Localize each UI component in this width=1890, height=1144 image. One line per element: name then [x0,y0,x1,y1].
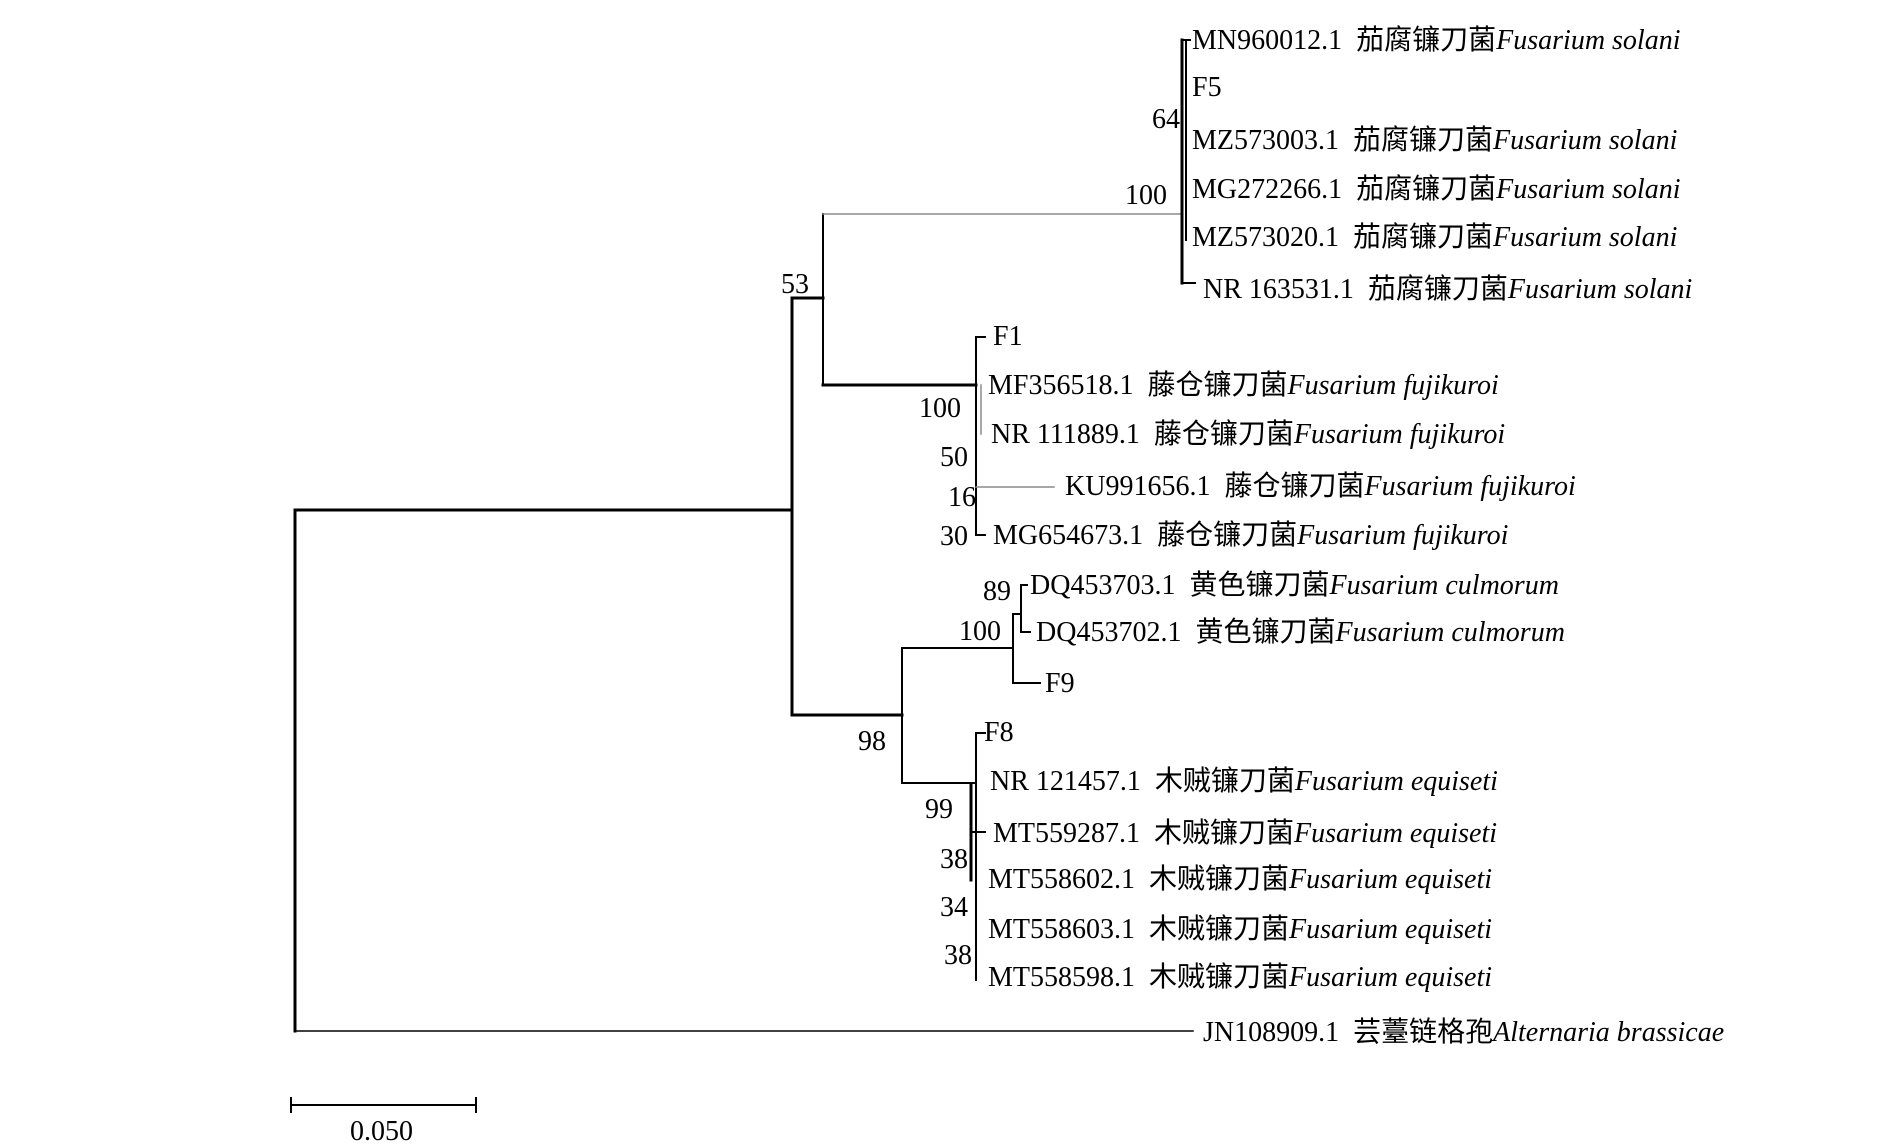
bootstrap-value: 98 [858,726,886,757]
taxon-label: F1 [993,321,1023,352]
bootstrap-value: 38 [944,940,972,971]
bootstrap-values: 64 100 53 100 50 16 30 89 100 98 99 38 3… [781,104,1180,971]
bootstrap-value: 50 [940,442,968,473]
tree-branches [293,38,1196,1033]
bootstrap-value: 53 [781,269,809,300]
scale-bar-label: 0.050 [350,1116,413,1144]
bootstrap-value: 100 [919,393,961,424]
taxon-label: F5 [1192,72,1222,103]
taxon-label: F9 [1045,668,1075,699]
bootstrap-value: 89 [983,576,1011,607]
bootstrap-value: 100 [1125,180,1167,211]
scale-bar: 0.050 [290,1097,477,1144]
bootstrap-value: 16 [948,482,976,513]
bootstrap-value: 34 [940,892,968,923]
bootstrap-value: 30 [940,521,968,552]
taxon-label: F8 [984,717,1014,748]
bootstrap-value: 100 [959,616,1001,647]
bootstrap-value: 64 [1152,104,1180,135]
bootstrap-value: 99 [925,794,953,825]
bootstrap-value: 38 [940,844,968,875]
